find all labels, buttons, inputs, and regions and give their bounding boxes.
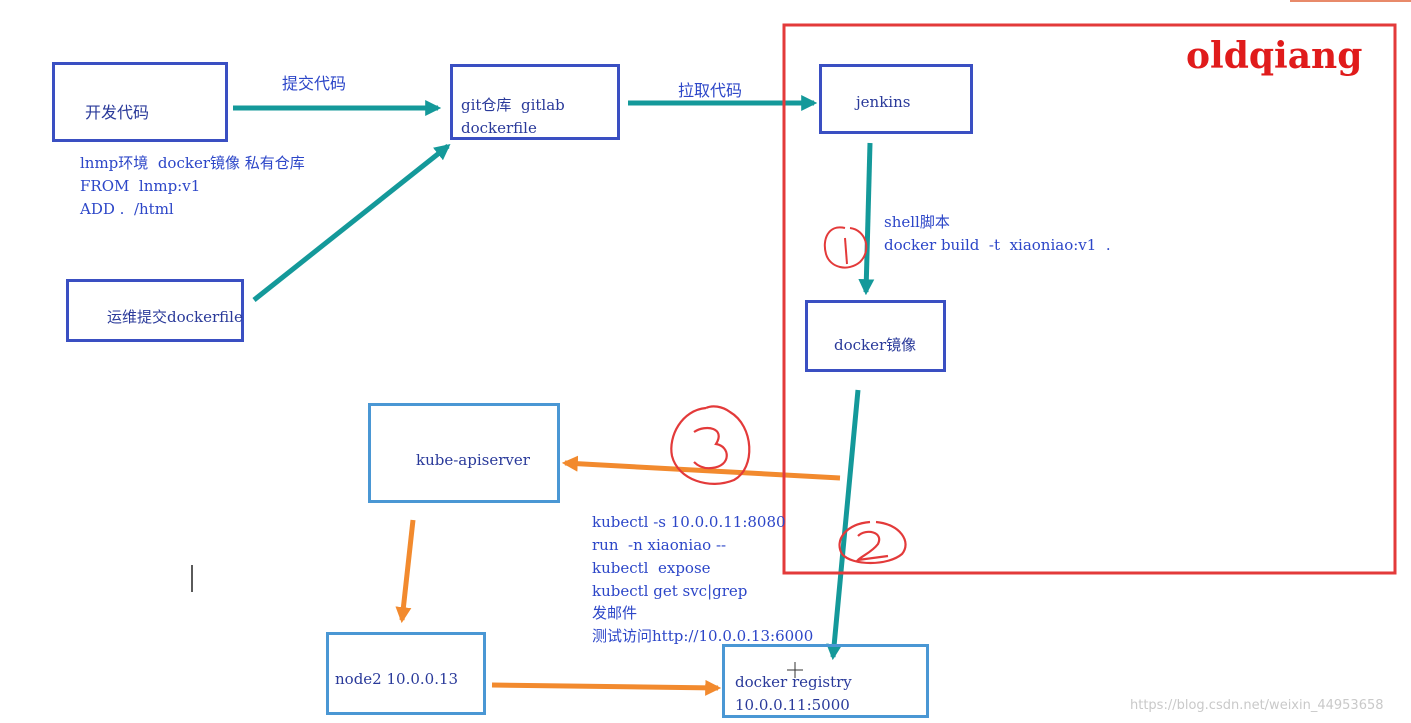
node-kube-apiserver-label: kube-apiserver <box>416 451 530 469</box>
note-kubectl-line5: 发邮件 <box>592 604 638 622</box>
node-ops-dockerfile[interactable]: 运维提交dockerfile <box>66 279 244 342</box>
node-git-repo-line1: git仓库 gitlab <box>461 96 565 114</box>
arrow-jenkins-to-image <box>858 142 875 296</box>
node-git-repo-line2: dockerfile <box>461 119 537 137</box>
note-kubectl-line4: kubectl get svc|grep <box>592 582 748 600</box>
arrow-to-apiserver <box>561 455 841 481</box>
note-shell-line1: shell脚本 <box>884 213 950 231</box>
arrow-node2-to-registry <box>491 679 722 696</box>
node-jenkins-label: jenkins <box>856 93 911 111</box>
edge-label-commit-code: 提交代码 <box>282 74 347 93</box>
node-docker-image-label: docker镜像 <box>834 336 917 354</box>
arrow-image-to-registry <box>826 389 861 661</box>
note-lnmp-line2: FROM lnmp:v1 <box>80 177 201 195</box>
note-kubectl-line3: kubectl expose <box>592 559 711 577</box>
node-docker-registry[interactable]: docker registry 10.0.0.11:5000 <box>722 644 929 718</box>
node-registry-line2: 10.0.0.11:5000 <box>735 696 850 714</box>
node-git-repo[interactable]: git仓库 gitlab dockerfile <box>450 64 620 140</box>
node-jenkins[interactable]: jenkins <box>819 64 973 134</box>
node-node2-label: node2 10.0.0.13 <box>335 670 459 688</box>
note-lnmp-line1: lnmp环境 docker镜像 私有仓库 <box>80 154 305 172</box>
step-mark-3 <box>670 405 751 485</box>
arrow-apiserver-to-node2 <box>395 519 416 624</box>
node-node2[interactable]: node2 10.0.0.13 <box>326 632 486 715</box>
node-dev-code-label: 开发代码 <box>85 103 150 122</box>
node-docker-image[interactable]: docker镜像 <box>805 300 946 372</box>
node-registry-line1: docker registry <box>735 673 852 691</box>
node-dev-code[interactable]: 开发代码 <box>52 62 228 142</box>
edge-label-pull-code: 拉取代码 <box>678 81 743 100</box>
note-lnmp-line3: ADD . /html <box>80 200 174 218</box>
note-kubectl-line1: kubectl -s 10.0.0.11:8080 <box>592 513 786 531</box>
step-mark-1 <box>823 226 868 269</box>
crosshair-cursor-icon <box>787 662 803 678</box>
node-ops-dockerfile-label: 运维提交dockerfile <box>107 308 243 326</box>
node-kube-apiserver[interactable]: kube-apiserver <box>368 403 560 503</box>
watermark: https://blog.csdn.net/weixin_44953658 <box>1130 698 1384 713</box>
brand-title: oldqiang <box>1186 35 1363 77</box>
note-kubectl-line2: run -n xiaoniao -- <box>592 536 727 554</box>
note-shell-line2: docker build -t xiaoniao:v1 . <box>884 236 1111 254</box>
step-mark-2 <box>838 520 907 564</box>
note-kubectl-line6: 测试访问http://10.0.0.13:6000 <box>592 627 814 645</box>
red-frame <box>782 23 1397 575</box>
arrow-ops-to-git <box>252 144 451 302</box>
